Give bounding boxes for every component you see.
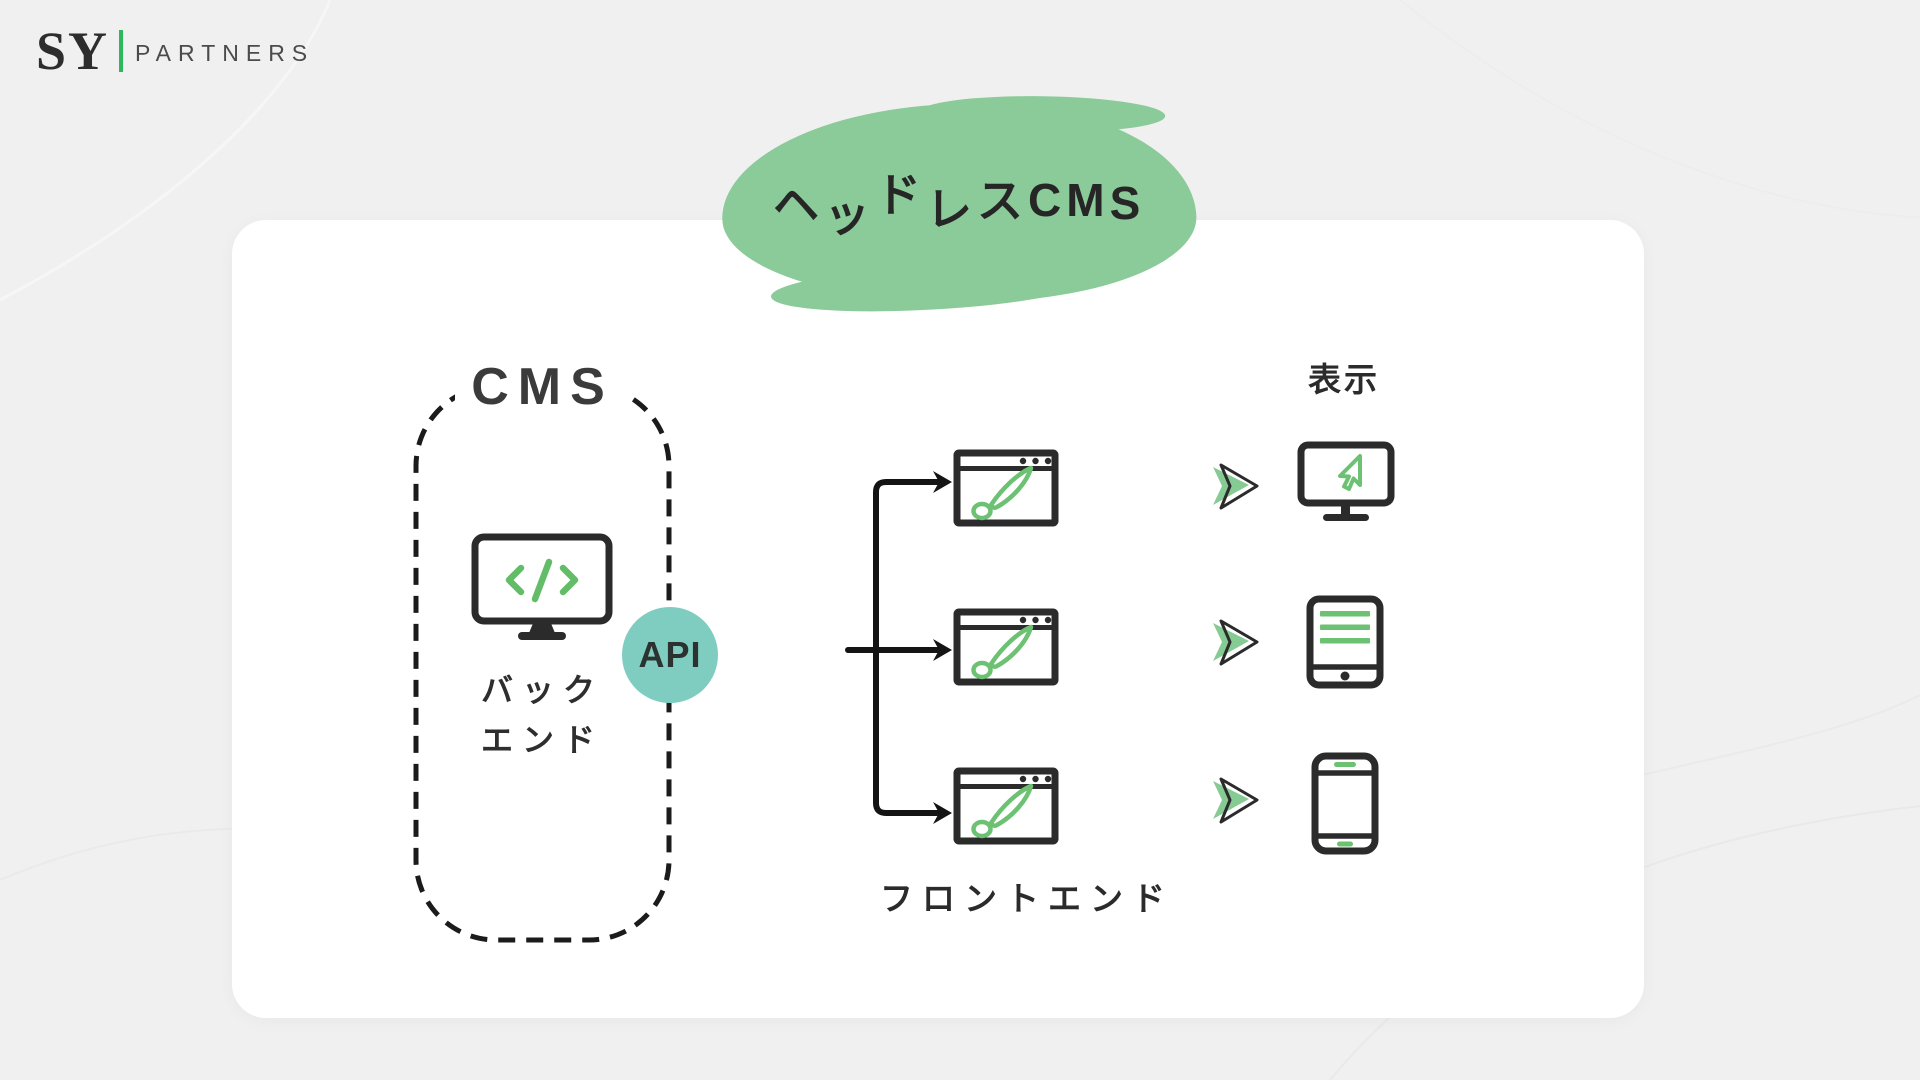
brand-logo-primary: SY xyxy=(36,21,110,81)
backend-label: バック エンド xyxy=(413,666,672,765)
title-blob: ヘッドレスCMS xyxy=(719,99,1199,307)
diagram-card xyxy=(232,220,1644,1018)
monitor-code-icon xyxy=(471,533,613,640)
brand-logo-divider xyxy=(119,30,124,72)
backend-label-line1: バック xyxy=(480,672,604,708)
api-badge: API xyxy=(622,607,718,703)
brand-logo-secondary: PARTNERS xyxy=(135,39,315,66)
green-chevron-icon xyxy=(1213,777,1259,824)
browser-paintbrush-icon xyxy=(953,608,1059,686)
cms-group-outline xyxy=(413,383,672,943)
text-lines-glyph xyxy=(1320,611,1370,644)
backend-label-line2: エンド xyxy=(480,721,604,758)
brand-logo: SY PARTNERS xyxy=(36,24,314,78)
paintbrush-glyph xyxy=(971,465,1034,521)
api-badge-label: API xyxy=(638,634,702,675)
tablet-article-icon xyxy=(1306,595,1384,689)
display-label: 表示 xyxy=(1308,361,1380,398)
code-glyph xyxy=(505,558,579,603)
page-title: ヘッドレスCMS xyxy=(772,169,1146,241)
frontend-label: フロントエンド xyxy=(880,880,1174,917)
paintbrush-glyph xyxy=(971,624,1034,680)
paintbrush-glyph xyxy=(971,783,1034,839)
fanout-arrows xyxy=(845,471,952,824)
home-bar-glyph xyxy=(1337,841,1353,847)
green-chevron-icon xyxy=(1213,463,1259,510)
cms-group-title: CMS xyxy=(413,357,672,417)
speaker-glyph xyxy=(1334,762,1356,767)
browser-paintbrush-icon xyxy=(953,449,1059,527)
smartphone-icon xyxy=(1311,752,1379,855)
browser-paintbrush-icon xyxy=(953,767,1059,845)
desktop-monitor-cursor-icon xyxy=(1297,441,1395,521)
green-chevron-icon xyxy=(1213,619,1259,666)
cursor-glyph xyxy=(1338,454,1362,491)
